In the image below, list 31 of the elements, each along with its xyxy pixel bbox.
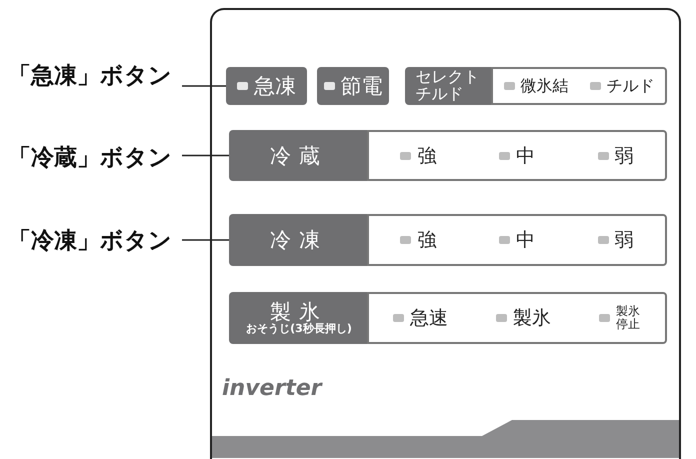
control-button-panel bbox=[229, 292, 369, 344]
indicator-label: 強 bbox=[417, 144, 436, 168]
indicator-label: 製氷停止 bbox=[616, 304, 641, 332]
callout-label: 「冷蔵」ボタン bbox=[8, 142, 172, 173]
leader-line bbox=[182, 239, 229, 241]
control-button: 節電 bbox=[317, 67, 389, 105]
indicator-panel bbox=[491, 67, 667, 105]
leader-line bbox=[182, 154, 229, 156]
callout-label: 「急凍」ボタン bbox=[8, 60, 172, 91]
indicator-label: 弱 bbox=[614, 144, 634, 168]
indicator-label: 強 bbox=[417, 228, 436, 253]
button-sublabel: おそうじ(3秒長押し) bbox=[246, 323, 352, 335]
control-button: セレクトチルド bbox=[405, 67, 493, 105]
indicator-label: 弱 bbox=[614, 228, 634, 253]
indicator-label: チルド bbox=[606, 76, 654, 96]
indicator-label: 中 bbox=[516, 144, 535, 168]
control-panel bbox=[210, 8, 681, 459]
callout-label: 「冷凍」ボタン bbox=[8, 225, 172, 256]
feature-text: inverter bbox=[222, 376, 322, 401]
control-button: 急凍 bbox=[226, 67, 307, 105]
control-button: 冷蔵 bbox=[229, 130, 369, 181]
button-label: 製氷 bbox=[270, 301, 328, 324]
leader-line bbox=[182, 85, 226, 87]
control-button: 冷凍 bbox=[229, 214, 369, 266]
indicator-label: 製氷 bbox=[512, 306, 551, 331]
indicator-panel bbox=[367, 214, 667, 266]
indicator-label: 微氷結 bbox=[520, 76, 568, 96]
indicator-label: 中 bbox=[516, 228, 535, 253]
indicator-panel bbox=[367, 292, 667, 344]
indicator-panel bbox=[367, 130, 667, 181]
indicator-label: 急速 bbox=[410, 306, 448, 331]
